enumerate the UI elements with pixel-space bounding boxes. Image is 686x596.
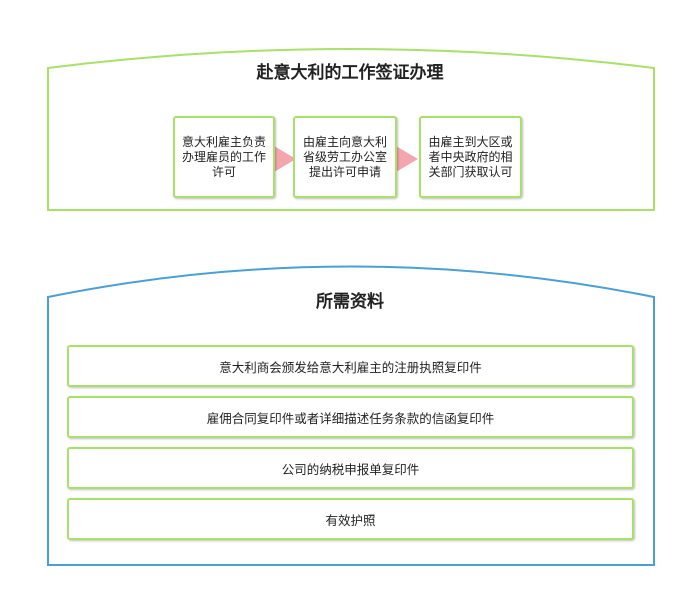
process-title: 赴意大利的工作签证办理 xyxy=(256,63,444,83)
arrow-2 xyxy=(396,146,418,172)
step-label-3: 由雇主到大区或者中央政府的相关部门获取认可 xyxy=(428,134,513,179)
requirement-label-1: 意大利商会颁发给意大利雇主的注册执照复印件 xyxy=(219,359,482,375)
requirement-item-2: 雇佣合同复印件或者详细描述任务条款的信函复印件 xyxy=(67,396,634,438)
requirement-item-1: 意大利商会颁发给意大利雇主的注册执照复印件 xyxy=(67,345,634,387)
requirement-item-4: 有效护照 xyxy=(67,498,634,540)
requirement-label-2: 雇佣合同复印件或者详细描述任务条款的信函复印件 xyxy=(206,410,495,426)
step-box-2: 由雇主向意大利省级劳工办公室提出许可申请 xyxy=(293,116,397,198)
requirement-item-3: 公司的纳税申报单复印件 xyxy=(67,447,634,489)
requirement-label-3: 公司的纳税申报单复印件 xyxy=(281,461,420,477)
arrow-1 xyxy=(274,146,296,172)
step-label-2: 由雇主向意大利省级劳工办公室提出许可申请 xyxy=(302,134,387,179)
step-box-1: 意大利雇主负责办理雇员的工作许可 xyxy=(173,116,275,198)
step-box-3: 由雇主到大区或者中央政府的相关部门获取认可 xyxy=(419,116,522,198)
requirements-title: 所需资料 xyxy=(316,292,384,312)
requirement-label-4: 有效护照 xyxy=(325,512,376,528)
step-label-1: 意大利雇主负责办理雇员的工作许可 xyxy=(181,134,266,179)
